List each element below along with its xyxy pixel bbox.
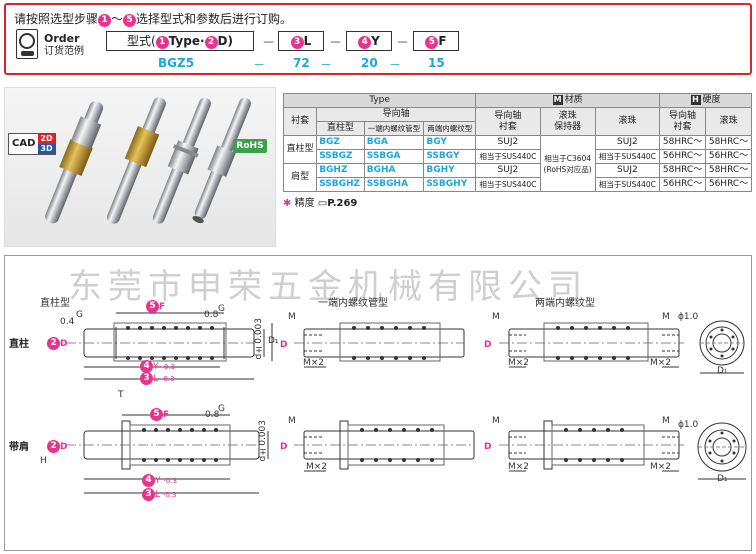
phone-icon xyxy=(16,29,38,59)
separator: － xyxy=(329,36,343,51)
example-y: 20 xyxy=(361,56,378,70)
separator: － xyxy=(396,36,410,51)
title-straight: 直柱型 xyxy=(40,298,70,309)
one-end-tapped-drawing xyxy=(294,322,465,368)
step-badge-1: 1 xyxy=(98,14,112,27)
gear-icon: ✱ xyxy=(283,198,292,209)
shoulder-post-drawing xyxy=(66,414,269,494)
end-view-1 xyxy=(699,320,745,374)
example-type: BGZ5 xyxy=(158,56,195,70)
separator: － xyxy=(262,36,276,51)
order-label: Order 订货范例 xyxy=(44,32,84,57)
shoulder-both-end-drawing xyxy=(499,420,684,472)
example-f: 15 xyxy=(428,56,445,70)
example-l: 72 xyxy=(293,56,310,70)
shoulder-one-end-drawing xyxy=(294,420,475,472)
technical-drawing xyxy=(66,312,747,494)
dimension-drawing xyxy=(4,255,752,551)
product-photo xyxy=(4,87,276,247)
title-one-end: 一端内螺纹管型 xyxy=(318,298,388,309)
title-both-end: 两端内螺纹型 xyxy=(535,298,595,309)
rohs-badge: RoHS xyxy=(233,139,267,153)
row-label-straight: 直柱 xyxy=(9,339,29,350)
accuracy-note[interactable]: ✱ 精度 ▭P.269 xyxy=(283,198,358,209)
guide-post-photo xyxy=(45,97,251,224)
both-end-tapped-drawing xyxy=(499,322,684,368)
end-view-2 xyxy=(697,422,747,480)
step-badge-5: 5 xyxy=(123,14,137,27)
book-icon: ▭ xyxy=(317,198,328,209)
row-label-shoulder: 带肩 xyxy=(9,442,29,453)
